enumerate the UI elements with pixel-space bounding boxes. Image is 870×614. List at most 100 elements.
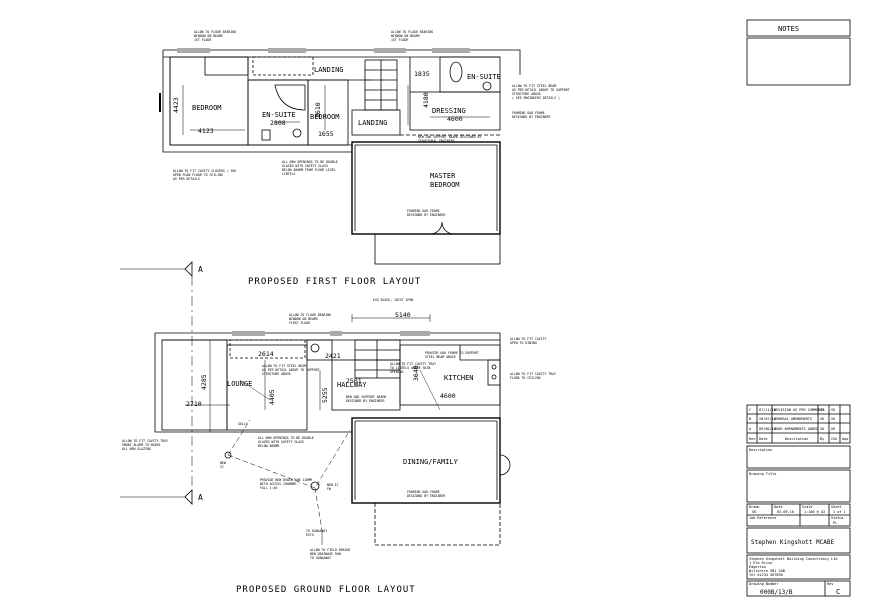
- address-line-3: Edgerton: [749, 565, 766, 569]
- note: ALLOW TO FIT CAVITY TRAY: [510, 372, 556, 376]
- field-drawn-label: Drawn: [749, 505, 760, 509]
- drawing-title-box: [746, 469, 851, 503]
- rev-0-desc: REVISION AS PER COMMENTS: [774, 408, 825, 412]
- field-drawn: SK: [752, 510, 757, 514]
- title-block: [746, 19, 851, 597]
- rev-0-date: 07/11/16: [759, 408, 776, 412]
- notes-box: [746, 37, 851, 86]
- room-label-kitchen: KITCHEN: [444, 374, 474, 382]
- field-ref-label: Job Reference: [749, 516, 776, 520]
- window-mark: [374, 48, 406, 53]
- room-label-dining: DINING/FAMILY: [403, 458, 459, 466]
- section-line-marks: [120, 261, 193, 505]
- room-label-lounge: LOUNGE: [227, 380, 252, 388]
- description-box: [746, 445, 851, 469]
- ground-floor-title: PROPOSED GROUND FLOOR LAYOUT: [236, 585, 416, 595]
- first-floor-plan: [159, 48, 521, 265]
- note: NEW OAK SUPPORT BEAMS: [346, 395, 386, 399]
- section-mark-top: A: [198, 265, 203, 274]
- dim-2808: 2808: [270, 119, 286, 127]
- dim-5140: 5140: [395, 311, 411, 319]
- rev-header-by: By: [820, 437, 824, 441]
- drawing-number-box: [746, 580, 851, 597]
- rev-1-date: 20/07/16: [759, 417, 776, 421]
- address-line-1: Stephen Kingshott Building Consultancy L…: [749, 557, 838, 561]
- note: FLOOR TO CEILING: [510, 376, 541, 380]
- field-status: PL: [833, 521, 837, 525]
- note: DESIGNED BY ENGINEER: [407, 494, 445, 498]
- rev-2-date: 09/06/16: [759, 427, 776, 431]
- note: ALLOW TO FIELD DRAINS: [310, 548, 350, 552]
- note: LINTELS: [282, 172, 296, 176]
- room-label-bedroom-left: BEDROOM: [192, 104, 222, 112]
- rev-header-rev: Rev: [749, 437, 755, 441]
- note: FRAMING OAK FRAME: [407, 490, 440, 494]
- address-box: [746, 554, 851, 580]
- rev-2-chk: SK: [831, 427, 836, 431]
- rev-2-by: SK: [820, 427, 825, 431]
- note: ALLOW TO FLOOR BEARING: [194, 30, 236, 34]
- note: WINDOW ON BEAMS: [194, 34, 223, 38]
- note: DESIGNED BY ENGINEER: [407, 213, 445, 217]
- note: NEW IC: [327, 483, 339, 487]
- field-sheet-label: Sheet: [831, 505, 842, 509]
- dim-4180: 4180: [422, 92, 430, 108]
- revision-table: [746, 404, 851, 444]
- note: NEW: [220, 461, 226, 465]
- rev-0-chk: SK: [831, 408, 836, 412]
- rev-1-by: SK: [820, 417, 825, 421]
- ground-floor-labels: LOUNGE HALLWAY KITCHEN DINING/FAMILY 514…: [122, 298, 556, 595]
- first-floor-labels: BEDROOM EN-SUITE BEDROOM LANDING LANDING…: [172, 30, 570, 287]
- field-scale-label: Scale: [802, 505, 813, 509]
- dim-4285: 4285: [200, 374, 208, 390]
- toilet-icon: [292, 128, 302, 138]
- company-name-box: [746, 527, 851, 554]
- note: ALL NEW GLAZING: [122, 447, 151, 451]
- wc-outline: [306, 339, 333, 361]
- note: STRUCTURAL ENGINEER: [418, 139, 455, 143]
- note: 1ST FLOOR: [194, 38, 211, 42]
- note: ALLOW TO FLOOR BEARING: [391, 30, 433, 34]
- note: GLAZED WITH SAFETY GLASS: [282, 164, 328, 168]
- dim-4600-ff: 4600: [447, 115, 463, 123]
- field-date-label: Date: [774, 505, 782, 509]
- dim-1835: 1835: [414, 70, 430, 78]
- note: ALLOW TO FIT CAVITY CLOSERS / SEE: [173, 169, 236, 173]
- note: WITH ACCESS CHAMBER: [260, 482, 297, 486]
- dim-5255: 5255: [321, 387, 329, 403]
- dim-4423: 4423: [172, 97, 180, 113]
- note: GLAZED WITH SAFETY GLASS: [258, 440, 304, 444]
- basin-icon: [482, 81, 492, 91]
- note: FRAMING OAK FRAME: [512, 111, 545, 115]
- note: AS PER DETAILS: [173, 177, 200, 181]
- note: DESIGNED BY ENGINEER: [512, 115, 550, 119]
- dim-2421: 2421: [325, 352, 341, 360]
- room-label-bedroom-mid: BEDROOM: [310, 113, 340, 121]
- field-date: 03.09.16: [777, 510, 794, 514]
- title-block-text: NOTES C 07/11/16 REVISION AS PER COMMENT…: [749, 25, 848, 596]
- rev-header-date: Date: [759, 437, 767, 441]
- rev-0-by: SK: [820, 408, 825, 412]
- note: STRUCTURE ABOVE: [262, 372, 291, 376]
- note: 1ST FLOOR: [391, 38, 408, 42]
- window-mark: [177, 48, 210, 53]
- note: OPENING: [390, 370, 404, 374]
- patio-outline: [374, 502, 501, 546]
- drawing-number-label: Drawing Number: [749, 582, 779, 586]
- note: ALLOW TO FLOOR BEARING: [289, 313, 331, 317]
- rev-header-app: App: [842, 437, 848, 441]
- note: ALLOW TO FIT CAVITY: [510, 337, 547, 341]
- note: SMOKE ALARM TO MAINS: [122, 443, 160, 447]
- note: NEW DRAINAGE RUN: [310, 552, 341, 556]
- note: BELOW 800MM FROM FLOOR LEVEL: [282, 168, 336, 172]
- note: IC: [220, 465, 224, 469]
- rev-1-desc: GENERAL AMENDMENTS: [774, 417, 812, 421]
- field-status-label: Status: [831, 516, 844, 520]
- note: ALLOW TO FIT STEEL BEAM: [512, 84, 556, 88]
- first-floor-title: PROPOSED FIRST FLOOR LAYOUT: [248, 277, 421, 287]
- rev-2-desc: DOOR AMENDMENTS ADDED: [774, 427, 818, 431]
- room-label-landing-low: LANDING: [358, 119, 388, 127]
- window-mark: [432, 48, 470, 53]
- room-label-master-2: BEDROOM: [430, 181, 460, 189]
